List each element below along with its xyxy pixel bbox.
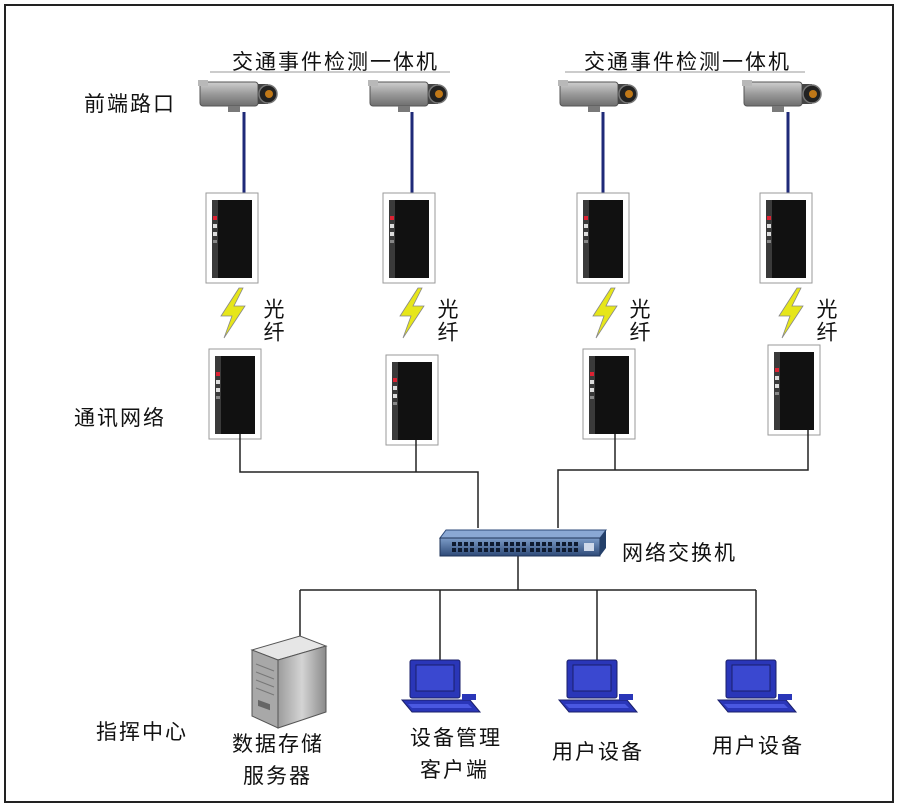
computer-user-1: [558, 659, 638, 713]
fiber-label-1: 光纤: [261, 298, 285, 344]
camera-2: [367, 79, 448, 113]
transceiver-top-2: [382, 192, 436, 284]
device-mgmt-label-1: 设备管理: [410, 726, 502, 750]
network-switch-icon: [439, 529, 607, 557]
switch-label: 网络交换机: [622, 541, 737, 565]
fiber-label-3: 光纤: [627, 298, 651, 344]
transceiver-top-3: [576, 192, 630, 284]
transceiver-bottom-3: [582, 348, 636, 440]
storage-server-label-2: 服务器: [243, 764, 312, 788]
lightning-icon-3: [592, 287, 618, 339]
camera-cables: [242, 112, 790, 195]
storage-server-label-1: 数据存储: [232, 732, 324, 756]
computer-user-2: [717, 659, 797, 713]
user-device-label-2: 用户设备: [712, 734, 804, 758]
transceiver-bottom-2: [385, 354, 439, 446]
lightning-icon-2: [399, 287, 425, 339]
camera-group-label-right: 交通事件检测一体机: [584, 50, 791, 74]
user-device-label-1: 用户设备: [552, 740, 644, 764]
transceiver-top-4: [759, 192, 813, 284]
lightning-icon-4: [778, 287, 804, 339]
network-wires: [239, 430, 809, 660]
fiber-label-4: 光纤: [814, 298, 838, 344]
device-mgmt-label-2: 客户端: [420, 758, 489, 782]
camera-1: [197, 79, 278, 113]
transceiver-top-1: [205, 192, 259, 284]
computer-device-mgmt: [401, 659, 481, 713]
command-center-label: 指挥中心: [96, 720, 188, 744]
camera-4: [741, 79, 822, 113]
transceiver-bottom-1: [208, 348, 262, 440]
fiber-label-2: 光纤: [435, 298, 459, 344]
server-icon: [250, 635, 328, 729]
comm-network-label: 通讯网络: [74, 406, 166, 430]
transceiver-bottom-4: [767, 344, 821, 436]
diagram-frame: [4, 4, 894, 803]
lightning-icon-1: [220, 287, 246, 339]
camera-3: [557, 79, 638, 113]
camera-group-label-left: 交通事件检测一体机: [232, 50, 439, 74]
front-end-label: 前端路口: [84, 92, 176, 116]
